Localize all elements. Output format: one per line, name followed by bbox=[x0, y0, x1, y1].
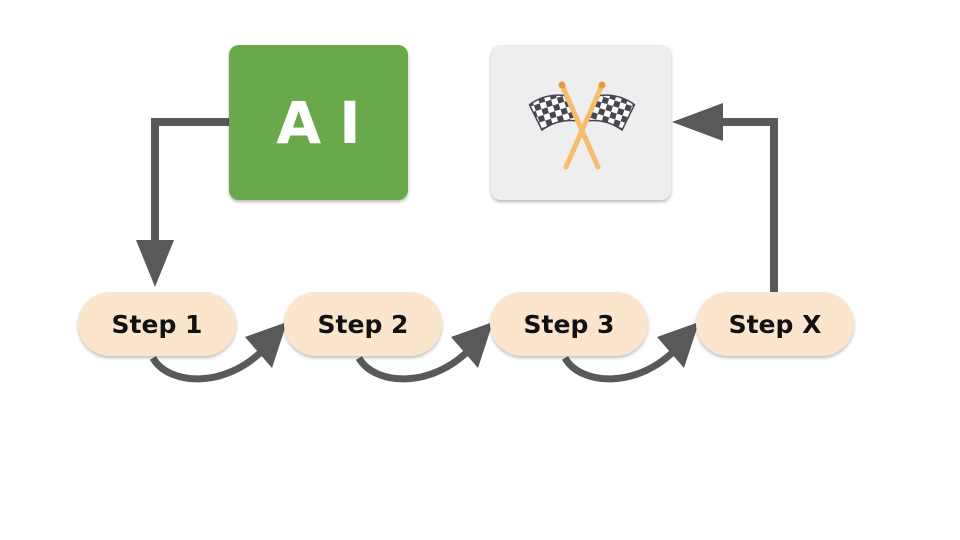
ai-label: AI bbox=[276, 88, 379, 157]
step-2-label: Step 2 bbox=[317, 309, 409, 339]
step-3-node: Step 3 bbox=[490, 292, 648, 356]
connector-ai-to-step-1 bbox=[151, 118, 229, 248]
arrowhead-step-1 bbox=[136, 240, 174, 287]
step-1-node: Step 1 bbox=[78, 292, 236, 356]
checkered-flags-icon bbox=[528, 81, 636, 170]
ai-box: AI bbox=[229, 45, 408, 200]
arrowhead-step-2 bbox=[245, 322, 287, 368]
connector-step-1-to-step-2 bbox=[149, 345, 268, 383]
connector-step-x-to-finish bbox=[715, 118, 778, 292]
arrowhead-step-x bbox=[657, 322, 699, 368]
connector-step-2-to-step-3 bbox=[355, 345, 474, 383]
step-x-label: Step X bbox=[728, 309, 822, 339]
finish-box bbox=[491, 45, 671, 200]
connector-step-3-to-step-x bbox=[561, 345, 680, 383]
arrowhead-step-3 bbox=[451, 322, 493, 368]
step-2-node: Step 2 bbox=[284, 292, 442, 356]
arrowhead-finish bbox=[672, 103, 723, 141]
step-1-label: Step 1 bbox=[111, 309, 203, 339]
step-3-label: Step 3 bbox=[523, 309, 615, 339]
step-x-node: Step X bbox=[696, 292, 854, 356]
